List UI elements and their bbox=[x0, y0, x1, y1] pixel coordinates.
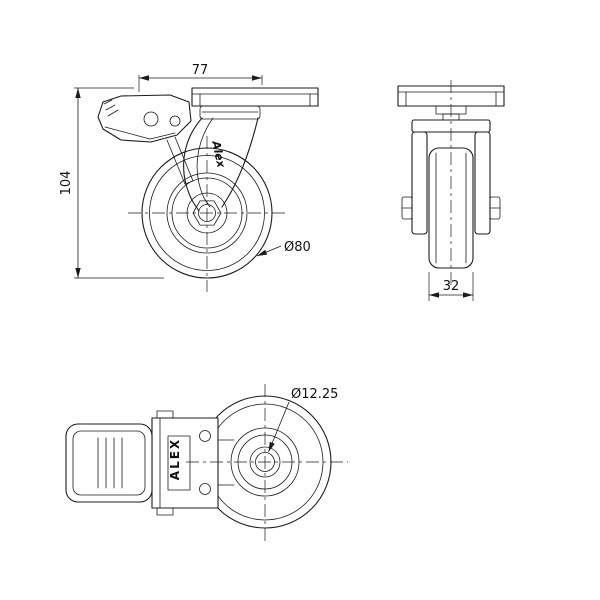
plan-logo-box bbox=[167, 435, 191, 491]
front-wheel-profile bbox=[428, 147, 474, 269]
pedal-inner-outline bbox=[72, 430, 146, 496]
dim-overall-height-label: 104 bbox=[59, 171, 74, 196]
housing-tab-top bbox=[156, 410, 174, 419]
side-view: Alex 77 104 bbox=[59, 63, 319, 292]
brake-pad bbox=[184, 180, 194, 185]
plan-brake-housing: ALEX bbox=[151, 410, 235, 516]
pedal-serration-2 bbox=[105, 104, 116, 111]
side-wheel bbox=[141, 147, 273, 279]
fork-crown bbox=[411, 119, 491, 133]
fork-rear-edge bbox=[221, 117, 259, 208]
housing-tab-bottom bbox=[156, 507, 174, 516]
axle-bore-circle bbox=[198, 204, 216, 222]
wheel-outer-circle bbox=[141, 147, 273, 279]
wheel-tread-inner-circle bbox=[149, 155, 265, 271]
side-top-plate bbox=[191, 87, 319, 120]
swivel-housing bbox=[199, 105, 261, 120]
dim-wheel-width-label: 32 bbox=[443, 279, 460, 294]
front-fork bbox=[401, 119, 501, 235]
housing-bolt-top bbox=[199, 430, 211, 442]
wheel-core-inner-circle bbox=[171, 177, 243, 249]
brake-lever-outline bbox=[97, 94, 192, 143]
dim-wheel-width: 32 bbox=[428, 272, 474, 301]
plan-bolt-boss-circle bbox=[249, 446, 281, 478]
brake-lever bbox=[97, 94, 194, 185]
plan-logo: ALEX bbox=[168, 438, 182, 480]
fork-leg-left bbox=[411, 131, 428, 235]
plan-view: ALEX Ø12.25 bbox=[65, 384, 348, 542]
wheel-core-circle bbox=[166, 172, 248, 254]
plan-bolt-hole-circle bbox=[255, 452, 275, 472]
plate-body bbox=[191, 87, 319, 107]
side-fork: Alex bbox=[183, 117, 259, 212]
dim-dia80-leader bbox=[256, 245, 282, 257]
brake-lever-hole-small bbox=[169, 115, 181, 127]
front-view: 32 bbox=[397, 80, 505, 301]
brake-rod-front bbox=[166, 139, 186, 185]
side-logo: Alex bbox=[209, 139, 228, 170]
fork-outer-edge bbox=[183, 117, 203, 212]
housing-bolt-bottom bbox=[199, 483, 211, 495]
dim-top-width: 77 bbox=[138, 63, 263, 92]
brake-lever-hole-large bbox=[143, 111, 159, 127]
front-top-plate bbox=[397, 85, 505, 121]
pedal-serration-1 bbox=[103, 99, 113, 105]
fork-inner-edge bbox=[196, 117, 214, 208]
dim-wheel-diameter: Ø80 bbox=[256, 240, 311, 257]
dim-top-width-label: 77 bbox=[192, 63, 209, 78]
housing-body bbox=[151, 417, 219, 509]
pedal-serration-3 bbox=[107, 109, 119, 117]
front-wheel bbox=[428, 147, 474, 269]
plan-brake-pedal bbox=[65, 423, 153, 503]
dim-wheel-diameter-label: Ø80 bbox=[284, 240, 311, 255]
fork-leg-right bbox=[474, 131, 491, 235]
brake-lever-inner-line bbox=[104, 126, 176, 140]
dim-overall-height: 104 bbox=[59, 87, 164, 279]
brake-rod-rear bbox=[174, 136, 194, 182]
dim-bolt-hole-label: Ø12.25 bbox=[291, 387, 338, 402]
dim-dia1225-leader bbox=[268, 401, 290, 453]
wheel-hub-circle bbox=[186, 192, 228, 234]
pedal-outline bbox=[65, 423, 153, 503]
axle-hex-nut bbox=[192, 200, 222, 226]
dim-bolt-hole-diameter: Ø12.25 bbox=[268, 387, 338, 453]
